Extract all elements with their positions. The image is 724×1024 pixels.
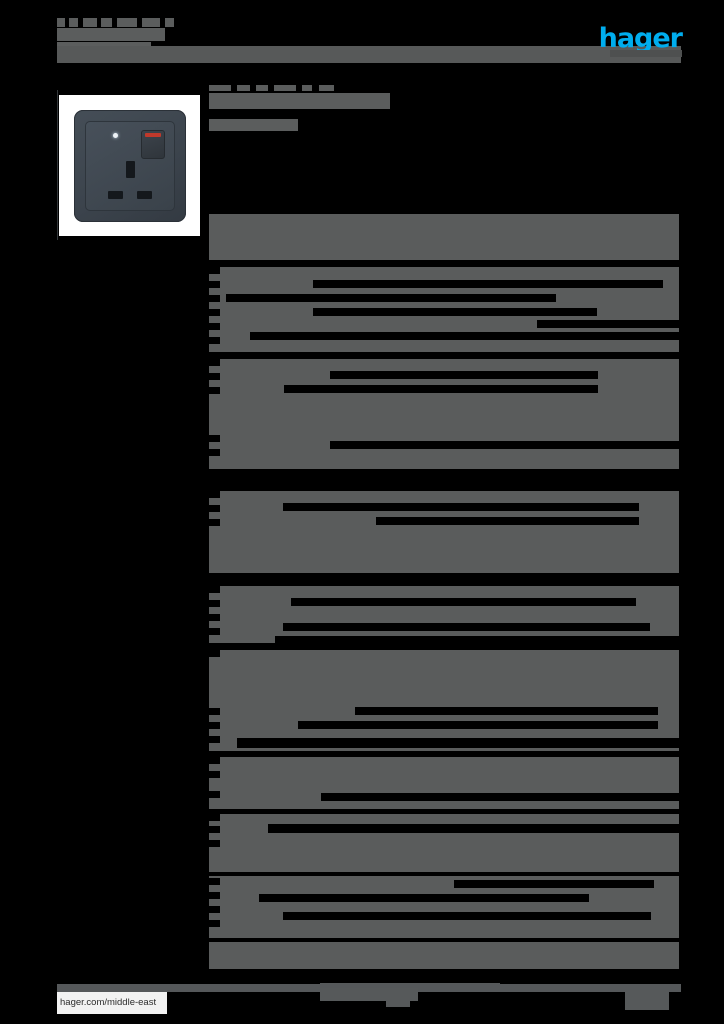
panel-dimensions bbox=[209, 586, 679, 644]
product-image bbox=[59, 95, 200, 236]
redaction-mask bbox=[330, 371, 598, 379]
redaction-mask bbox=[291, 598, 636, 606]
row-label-notch bbox=[209, 628, 220, 635]
panel-standards bbox=[209, 650, 679, 751]
row-label-notch bbox=[209, 519, 220, 526]
redaction-mask bbox=[268, 824, 679, 833]
footer-url[interactable]: hager.com/middle-east bbox=[57, 992, 167, 1014]
row-label-notch bbox=[209, 906, 220, 913]
row-label-notch bbox=[209, 323, 220, 330]
row-label-notch bbox=[209, 586, 220, 593]
row-label-notch bbox=[209, 722, 220, 729]
row-label-notch bbox=[209, 387, 220, 394]
redaction-mask bbox=[283, 912, 651, 920]
footer-center-text-redacted bbox=[320, 988, 418, 1001]
spec-panels bbox=[209, 143, 680, 983]
redaction-mask bbox=[266, 294, 556, 302]
redaction-mask bbox=[330, 441, 680, 449]
panel-packaging bbox=[209, 814, 679, 872]
redaction-mask bbox=[376, 517, 639, 525]
panel-notes bbox=[209, 942, 679, 969]
redaction-mask bbox=[237, 738, 679, 748]
panel-logistics bbox=[209, 876, 679, 938]
row-label-notch bbox=[209, 267, 220, 274]
row-label-notch bbox=[209, 337, 220, 344]
redaction-mask bbox=[537, 320, 679, 328]
panel-references bbox=[209, 267, 679, 352]
hager-logo: hager bbox=[598, 23, 683, 54]
switch-red-marker-icon bbox=[144, 132, 161, 137]
footer-page-number-redacted bbox=[386, 998, 410, 1007]
redaction-mask bbox=[321, 793, 679, 801]
footer-right-text-redacted bbox=[625, 990, 669, 1010]
panel-description bbox=[209, 214, 679, 260]
row-label-notch bbox=[209, 505, 220, 512]
redaction-mask bbox=[355, 707, 658, 715]
redaction-mask bbox=[284, 385, 598, 393]
row-label-notch bbox=[209, 840, 220, 847]
redaction-mask bbox=[454, 880, 654, 888]
rocker-switch-icon bbox=[140, 129, 165, 159]
row-label-notch bbox=[209, 614, 220, 621]
page-subtitle bbox=[209, 119, 679, 131]
row-label-notch bbox=[209, 359, 220, 366]
row-label-notch bbox=[209, 309, 220, 316]
redaction-mask bbox=[313, 280, 663, 288]
neutral-pin-slot-icon bbox=[136, 190, 152, 199]
row-label-notch bbox=[209, 757, 220, 764]
row-label-notch bbox=[209, 600, 220, 607]
row-label-notch bbox=[209, 650, 220, 657]
redaction-mask bbox=[259, 894, 589, 902]
row-label-notch bbox=[209, 892, 220, 899]
row-label-notch bbox=[209, 449, 220, 456]
panel-characteristics bbox=[209, 359, 680, 469]
redaction-mask bbox=[283, 503, 639, 511]
redaction-mask bbox=[313, 308, 597, 316]
row-label-notch bbox=[209, 791, 220, 798]
row-label-notch bbox=[209, 295, 220, 302]
live-pin-slot-icon bbox=[107, 190, 123, 199]
socket-outlet-graphic bbox=[73, 109, 186, 222]
row-label-notch bbox=[209, 373, 220, 380]
indicator-led-icon bbox=[112, 132, 118, 138]
row-label-notch bbox=[209, 814, 220, 821]
redaction-mask bbox=[298, 721, 658, 729]
main-content bbox=[209, 85, 680, 983]
row-label-notch bbox=[209, 826, 220, 833]
earth-pin-slot-icon bbox=[125, 160, 135, 178]
redaction-mask bbox=[226, 294, 270, 302]
row-label-notch bbox=[209, 435, 220, 442]
redaction-mask bbox=[275, 636, 679, 644]
page-title bbox=[209, 85, 679, 109]
redaction-mask bbox=[250, 332, 679, 340]
row-label-notch bbox=[209, 708, 220, 715]
socket-faceplate bbox=[84, 120, 175, 211]
row-label-notch bbox=[209, 878, 220, 885]
row-label-notch bbox=[209, 736, 220, 743]
redaction-mask bbox=[283, 623, 650, 631]
row-label-notch bbox=[209, 491, 220, 498]
row-label-notch bbox=[209, 281, 220, 288]
panel-environment bbox=[209, 757, 679, 809]
left-margin-rule bbox=[57, 90, 58, 240]
row-label-notch bbox=[209, 920, 220, 927]
panel-connection bbox=[209, 491, 679, 573]
logo-underline bbox=[610, 50, 682, 57]
row-label-notch bbox=[209, 771, 220, 778]
header-rule bbox=[57, 46, 681, 63]
